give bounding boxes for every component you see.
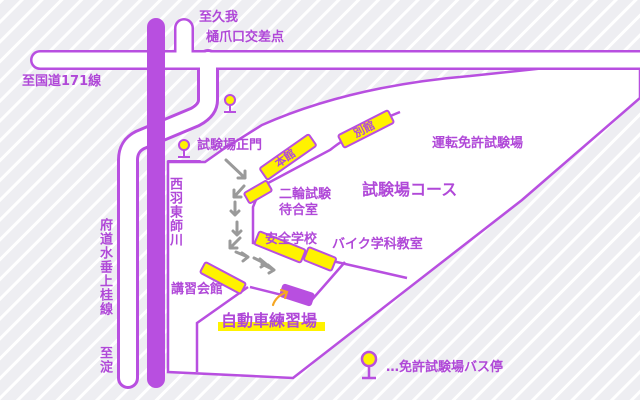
label-safety-school: 安全学校 bbox=[265, 232, 318, 247]
label-route171: 至国道171線 bbox=[22, 74, 102, 89]
safety-school-building bbox=[253, 230, 307, 264]
main-building bbox=[259, 133, 317, 181]
buildings bbox=[199, 109, 395, 295]
orange-arrow-icon bbox=[271, 288, 289, 307]
car-park-highlight bbox=[218, 322, 325, 331]
roads bbox=[30, 18, 640, 389]
car-park-building bbox=[279, 283, 315, 307]
label-river: 西羽東師川 bbox=[167, 177, 182, 247]
label-prefectural-road: 府道水垂上桂線 bbox=[97, 218, 112, 316]
annex-building bbox=[337, 109, 395, 149]
label-kuga: 至久我 bbox=[199, 10, 239, 25]
label-main-gate: 試験場正門 bbox=[197, 138, 263, 153]
label-car-park: 自動車練習場 bbox=[221, 311, 318, 330]
label-intersection: 樋爪口交差点 bbox=[206, 30, 285, 45]
legend-bus-stop-text: …免許試験場バス停 bbox=[386, 360, 504, 375]
label-course: 試験場コース bbox=[362, 180, 458, 199]
label-driving-test: 運転免許試験場 bbox=[432, 136, 524, 151]
walking-route-arrows bbox=[224, 158, 276, 275]
label-lecture-hall: 講習会館 bbox=[171, 282, 224, 297]
label-bike-classroom: バイク学科教室 bbox=[332, 237, 423, 252]
bus-stop-icon bbox=[360, 350, 378, 380]
lecture-hall-building bbox=[199, 261, 247, 295]
label-yodo: 至淀 bbox=[97, 346, 112, 374]
label-two-wheel-room: 二輪試験待合室 bbox=[279, 187, 332, 218]
bus-stop-icon bbox=[224, 94, 236, 113]
bike-classroom-building bbox=[303, 246, 337, 272]
river bbox=[147, 18, 165, 388]
two-wheel-building bbox=[243, 180, 273, 204]
bus-stop-icon bbox=[178, 139, 190, 158]
